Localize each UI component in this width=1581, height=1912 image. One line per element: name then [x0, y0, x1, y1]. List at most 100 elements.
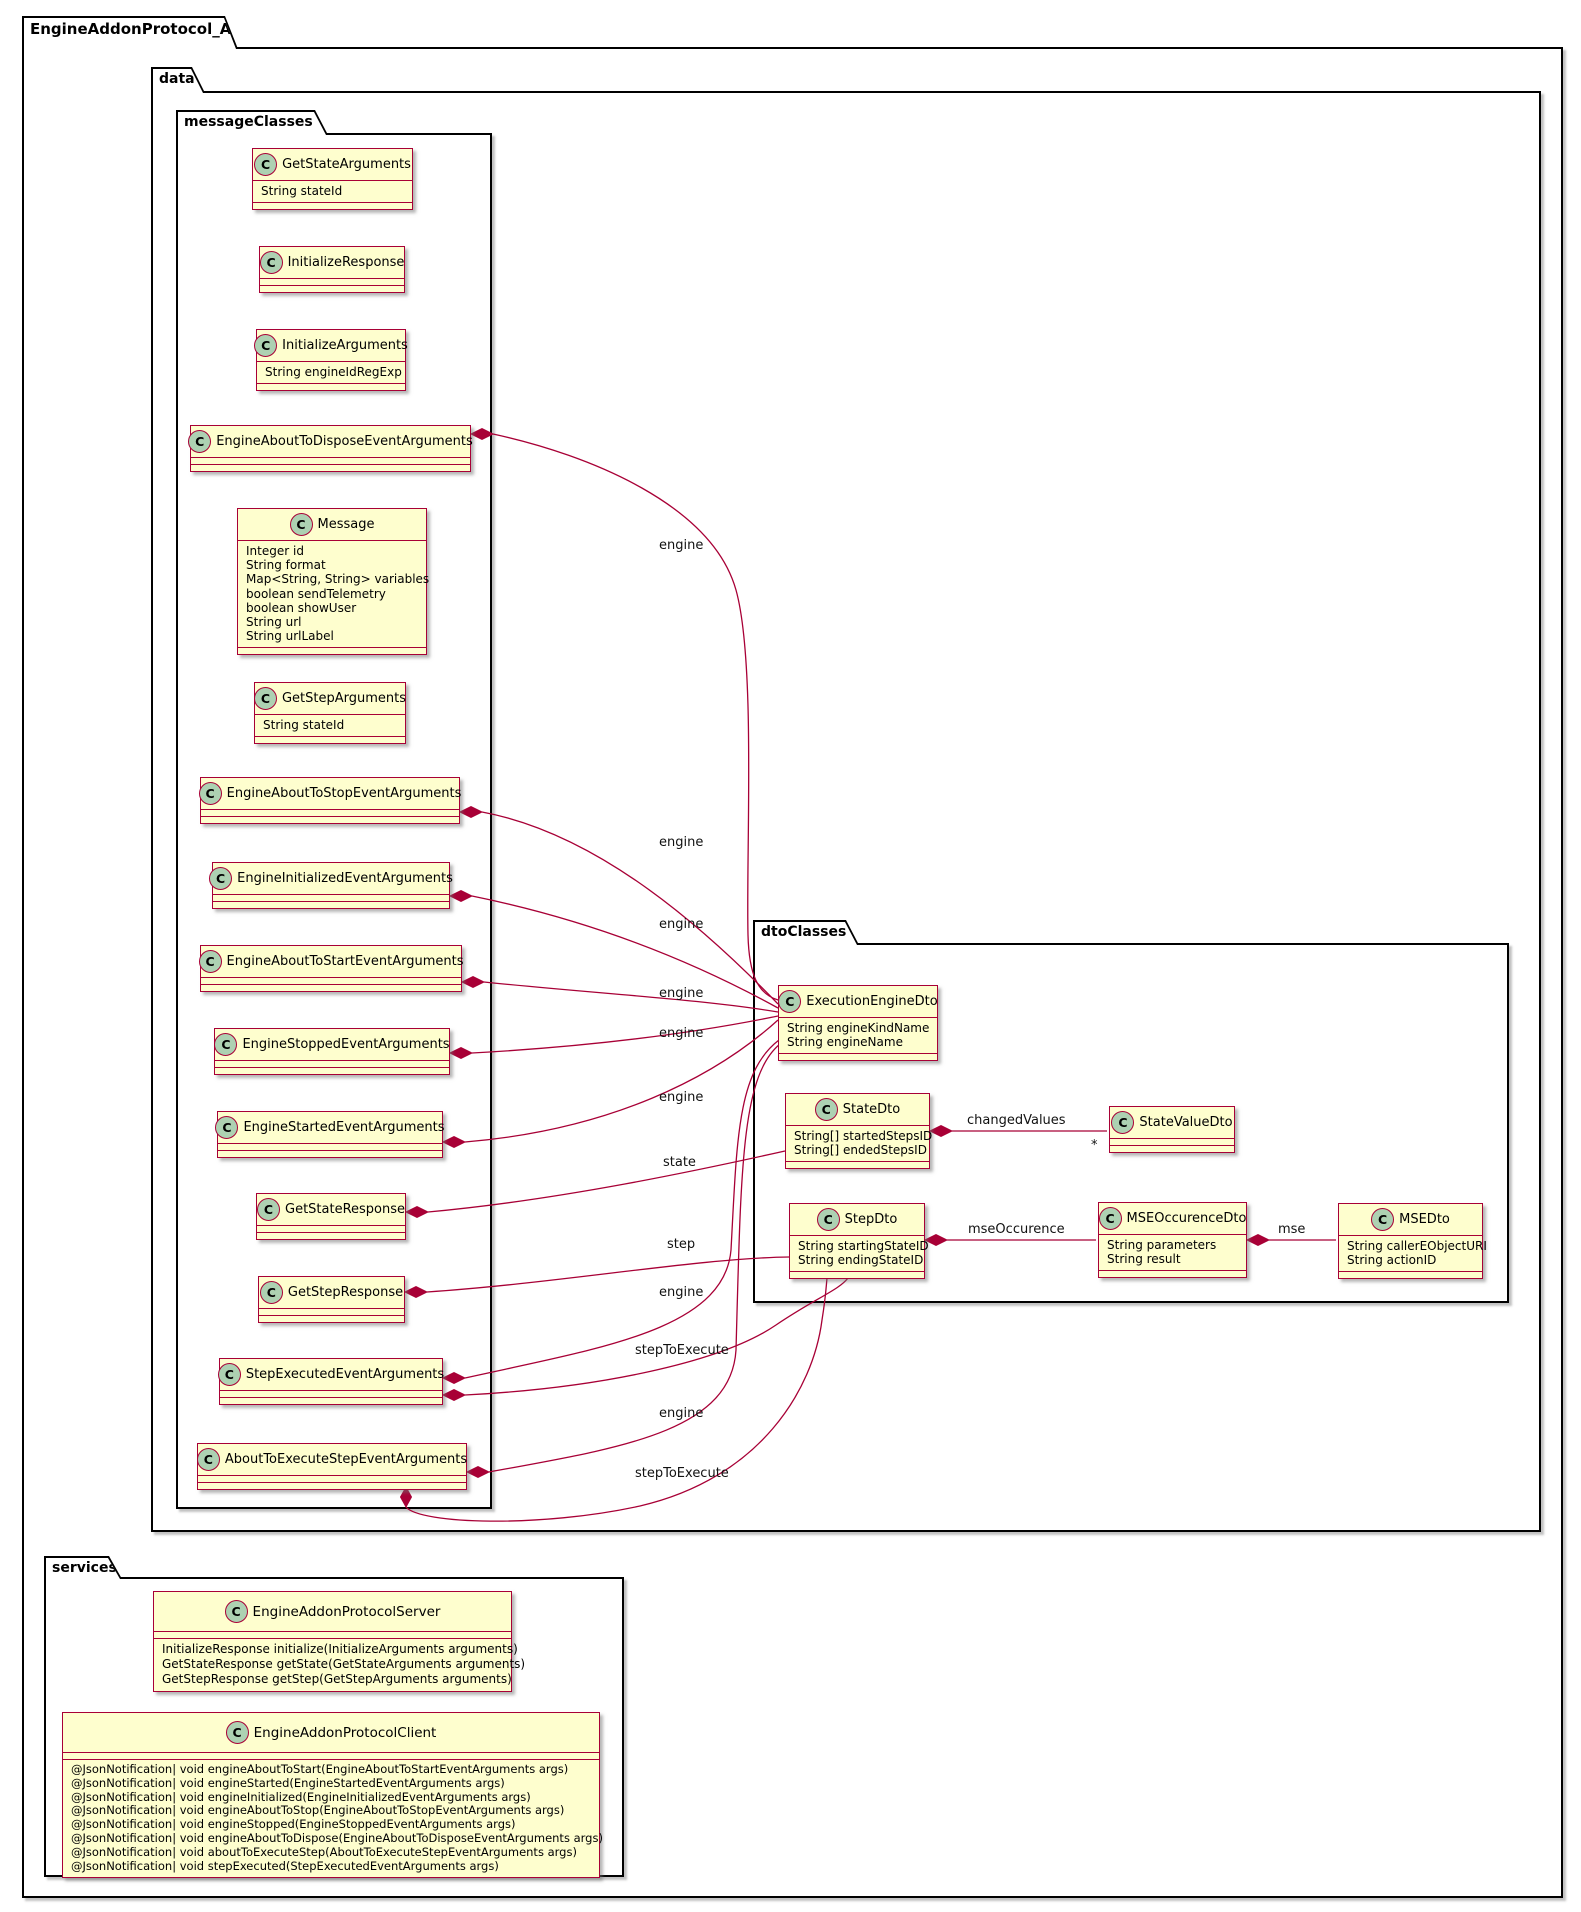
class-name: EngineAddonProtocolClient	[253, 1724, 437, 1741]
frame-tab-dto-classes: dtoClasses	[753, 920, 859, 945]
class-title: C EngineStartedEventArguments	[215, 1112, 445, 1143]
class-methods	[253, 202, 412, 209]
class-name: EngineAboutToStopEventArguments	[226, 786, 462, 801]
class-methods	[1099, 1270, 1246, 1277]
class-name: EngineAboutToDisposeEventArguments	[216, 434, 473, 449]
class-name: StateValueDto	[1139, 1115, 1233, 1130]
class-icon: C	[253, 687, 277, 710]
class-icon: C	[198, 782, 222, 805]
class-methods	[215, 1067, 449, 1074]
class-methods	[260, 285, 404, 292]
class-methods	[218, 1150, 442, 1157]
class-name: GetStepArguments	[281, 691, 407, 706]
method: @JsonNotification| void engineInitialize…	[71, 1789, 531, 1804]
class-title: C InitializeResponse	[259, 247, 404, 278]
attribute: String result	[1107, 1252, 1181, 1267]
class-attributes	[1110, 1138, 1234, 1145]
class-attributes	[198, 1475, 466, 1482]
attribute: String format	[246, 558, 326, 573]
class-attributes	[218, 1143, 442, 1150]
class-title: C EngineAddonProtocolServer	[154, 1592, 511, 1631]
attribute: String callerEObjectURI	[1347, 1239, 1487, 1253]
class-icon: C	[225, 1721, 249, 1744]
class-title: C EngineAddonProtocolClient	[63, 1713, 599, 1752]
class-attributes: String engineKindName String engineName	[779, 1017, 937, 1053]
class-name: StepDto	[844, 1212, 898, 1227]
class-methods	[779, 1053, 937, 1060]
class-step-dto: C StepDto String startingStateID String …	[789, 1203, 929, 1280]
class-name: EngineInitializedEventArguments	[237, 871, 453, 886]
package-message-classes-title: messageClasses	[178, 112, 326, 135]
class-name: GetStepResponse	[287, 1285, 404, 1300]
frame-data	[151, 91, 1541, 1532]
attribute: String stateId	[261, 184, 343, 198]
class-name: StateDto	[842, 1102, 901, 1117]
class-name: ExecutionEngineDto	[806, 994, 938, 1009]
attribute: String engineKindName	[787, 1021, 930, 1035]
class-methods: InitializeResponse initialize(Initialize…	[154, 1638, 525, 1691]
method: @JsonNotification| void engineStopped(En…	[71, 1817, 516, 1832]
class-title: C StateDto	[786, 1094, 929, 1125]
class-title: C InitializeArguments	[254, 330, 408, 361]
class-methods	[213, 901, 449, 908]
frame-tab-engine-addon-protocol-api: EngineAddonProtocol_API	[22, 16, 238, 49]
class-title: C StepDto	[790, 1204, 924, 1235]
class-icon: C	[188, 430, 212, 453]
class-attributes: String stateId	[253, 180, 412, 202]
attribute: String[] startedStepsID	[794, 1129, 933, 1143]
class-title: C EngineAboutToDisposeEventArguments	[188, 426, 473, 457]
class-get-step-arguments: C GetStepArguments String stateId	[253, 682, 407, 745]
class-icon: C	[1111, 1111, 1135, 1134]
class-attributes: String callerEObjectURI String actionID	[1339, 1235, 1487, 1271]
class-engine-addon-protocol-server: C EngineAddonProtocolServer InitializeRe…	[153, 1591, 525, 1692]
class-execution-engine-dto: C ExecutionEngineDto String engineKindNa…	[778, 985, 938, 1062]
class-methods	[790, 1271, 924, 1278]
class-title: C MSEDto	[1339, 1204, 1482, 1235]
class-methods	[786, 1161, 929, 1168]
class-name: EngineAboutToStartEventArguments	[226, 954, 464, 969]
class-icon: C	[259, 1281, 283, 1304]
method: @JsonNotification| void stepExecuted(Ste…	[71, 1858, 499, 1873]
class-engine-initialized-event-arguments: C EngineInitializedEventArguments	[209, 862, 453, 909]
method: GetStepResponse getStep(GetStepArguments…	[162, 1672, 512, 1686]
class-engine-stopped-event-arguments: C EngineStoppedEventArguments	[214, 1028, 450, 1075]
class-title: C GetStepResponse	[259, 1277, 404, 1308]
class-methods	[220, 1397, 442, 1404]
class-name: StepExecutedEventArguments	[245, 1367, 445, 1382]
class-title: C AboutToExecuteStepEventArguments	[196, 1444, 468, 1475]
class-methods	[1339, 1271, 1482, 1278]
attribute: String url	[246, 615, 302, 630]
method: @JsonNotification| void engineAboutToDis…	[71, 1830, 603, 1845]
attribute: Integer id	[246, 544, 304, 558]
class-name: EngineStoppedEventArguments	[242, 1037, 450, 1052]
method: @JsonNotification| void aboutToExecuteSt…	[71, 1844, 577, 1859]
class-attributes: String stateId	[255, 714, 405, 736]
class-icon: C	[289, 513, 313, 536]
class-attributes	[154, 1631, 511, 1638]
class-about-to-execute-step-event-arguments: C AboutToExecuteStepEventArguments	[196, 1443, 468, 1490]
class-engine-addon-protocol-client: C EngineAddonProtocolClient @JsonNotific…	[62, 1712, 603, 1879]
attribute: String stateId	[263, 718, 345, 732]
class-title: C GetStateResponse	[257, 1194, 405, 1225]
attribute: String urlLabel	[246, 629, 334, 644]
class-attributes	[201, 809, 459, 816]
class-attributes	[220, 1390, 442, 1397]
method: @JsonNotification| void engineAboutToSto…	[71, 1803, 565, 1818]
class-methods: @JsonNotification| void engineAboutToSta…	[63, 1759, 603, 1877]
class-title: C EngineInitializedEventArguments	[209, 863, 453, 894]
attribute: Map<String, String> variables	[246, 572, 430, 587]
class-methods	[255, 736, 405, 743]
class-attributes	[63, 1752, 599, 1759]
class-name: AboutToExecuteStepEventArguments	[224, 1452, 468, 1467]
class-step-executed-event-arguments: C StepExecutedEventArguments	[217, 1358, 445, 1405]
class-title: C EngineAboutToStopEventArguments	[198, 778, 462, 809]
class-attributes	[260, 278, 404, 285]
class-icon: C	[814, 1098, 838, 1121]
class-icon: C	[778, 990, 802, 1013]
class-methods	[1110, 1145, 1234, 1152]
class-attributes: String[] startedStepsID String[] endedSt…	[786, 1125, 933, 1161]
class-engine-about-to-stop-event-arguments: C EngineAboutToStopEventArguments	[198, 777, 462, 824]
class-icon: C	[198, 950, 222, 973]
attribute: String engineName	[787, 1035, 903, 1050]
class-methods	[191, 464, 470, 471]
